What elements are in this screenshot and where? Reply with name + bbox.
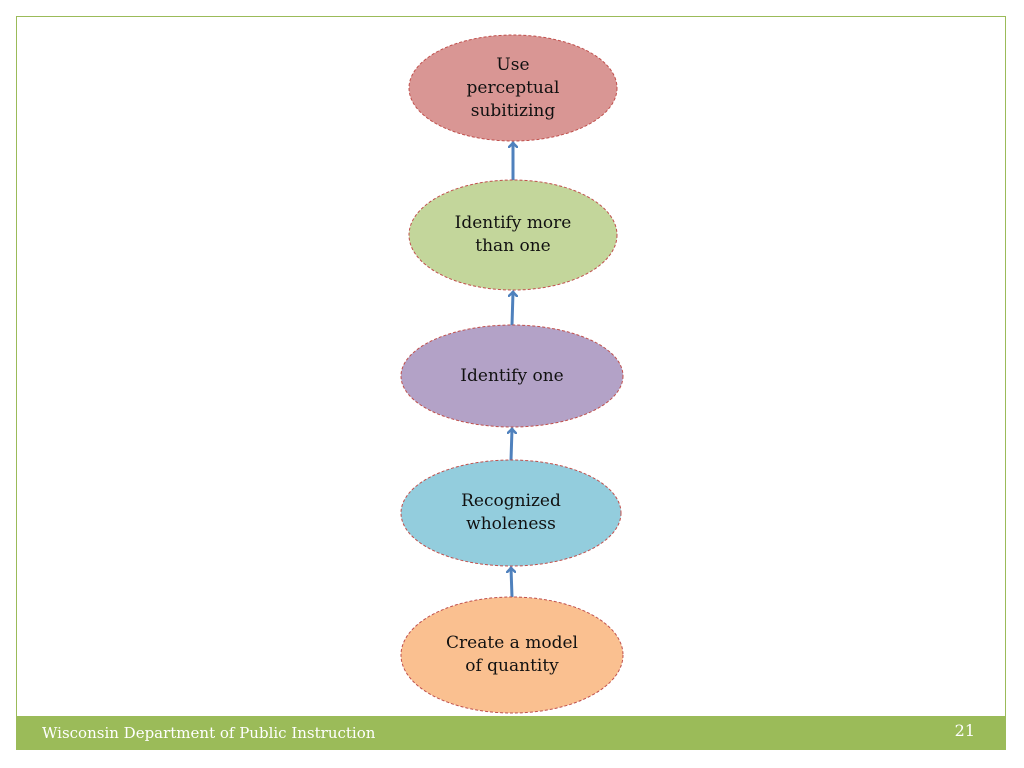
arrow-2-to-1 <box>512 290 513 327</box>
node-identify-one <box>400 324 624 428</box>
node-identify-more-than-one <box>408 179 618 291</box>
edges-layer <box>511 141 513 599</box>
node-use-perceptual-subitizing-label: Use perceptual subitizing <box>466 54 560 121</box>
node-identify-more-than-one-label: Identify more than one <box>454 213 572 256</box>
footer-title: Wisconsin Department of Public Instructi… <box>42 724 376 742</box>
footer-bar: Wisconsin Department of Public Instructi… <box>16 716 1006 750</box>
node-recognized-wholeness <box>400 459 622 567</box>
arrow-3-to-2 <box>511 427 512 462</box>
node-create-a-model-of-quantity <box>400 596 624 714</box>
arrow-4-to-3 <box>511 566 512 599</box>
slide-frame <box>16 16 1006 750</box>
node-use-perceptual-subitizing <box>408 34 618 142</box>
nodes-layer <box>400 34 624 714</box>
node-create-a-model-of-quantity-label: Create a model of quantity <box>446 633 578 676</box>
node-recognized-wholeness-label: Recognized wholeness <box>461 491 561 534</box>
node-identify-one-label: Identify one <box>460 365 564 386</box>
page-number: 21 <box>954 721 975 740</box>
